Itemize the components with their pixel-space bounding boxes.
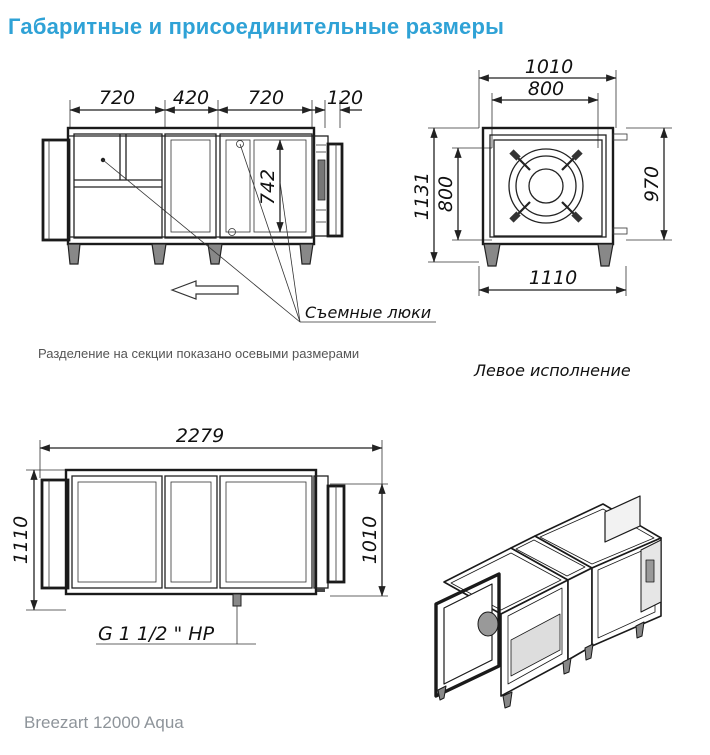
hatch-leader-lines [102, 143, 436, 323]
front-dim-720-left: 720 [99, 87, 135, 109]
front-legs [67, 243, 314, 265]
front-section-1 [73, 133, 163, 239]
side-dim-800-height: 800 [435, 176, 457, 212]
flow-direction-arrow [170, 280, 239, 300]
side-view-extension-lines [428, 70, 672, 296]
top-section-1 [71, 475, 163, 589]
side-legs [483, 243, 614, 267]
side-dim-1010: 1010 [525, 56, 573, 78]
front-view-extension-lines [69, 100, 341, 128]
drain-pipe [232, 593, 242, 607]
top-section-3 [219, 475, 313, 589]
front-view-note: Разделение на секции показано осевыми ра… [38, 346, 359, 361]
pipe-label: G 1 1/2 " HP [98, 623, 215, 645]
side-dim-970: 970 [641, 166, 663, 202]
side-dim-1110: 1110 [529, 267, 577, 289]
front-right-duct [326, 142, 344, 238]
side-casing [481, 126, 615, 246]
side-view-caption: Левое исполнение [473, 361, 631, 380]
top-casing [64, 468, 318, 596]
front-section-3 [219, 133, 313, 239]
side-dim-800-width: 800 [528, 78, 564, 100]
side-dim-1131: 1131 [411, 172, 433, 220]
footer-model-name: Breezart 12000 Aqua [24, 713, 184, 732]
top-left-duct [40, 478, 70, 590]
top-section-2 [164, 475, 218, 589]
top-dim-1110: 1110 [10, 516, 32, 564]
top-dim-1010: 1010 [359, 516, 381, 564]
top-view: 2279 1110 1010 G 1 1/2 " HP [10, 425, 388, 645]
front-dim-120: 120 [327, 87, 363, 109]
front-dim-742: 742 [257, 169, 279, 205]
page-title: Габаритные и присоединительные размеры [8, 14, 505, 39]
front-dim-420: 420 [173, 87, 209, 109]
front-view: 720 420 720 120 742 [38, 87, 436, 361]
fan-icon [508, 148, 584, 224]
top-dim-2279: 2279 [176, 425, 224, 447]
front-left-duct [41, 138, 71, 242]
front-section-2 [164, 133, 217, 239]
isometric-view [434, 495, 662, 709]
side-view: 1010 800 1131 800 970 1110 [411, 56, 672, 380]
front-dim-720-right: 720 [248, 87, 284, 109]
top-view-extension-lines [26, 440, 388, 611]
hatch-label: Съемные люки [305, 303, 431, 322]
